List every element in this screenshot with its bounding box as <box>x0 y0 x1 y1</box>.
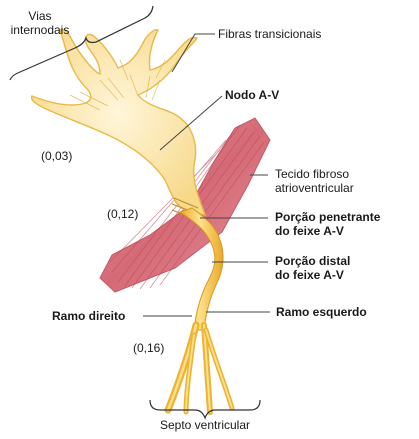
label-fibras-transicionais: Fibras transicionais <box>218 27 321 41</box>
label-val-016: (0,16) <box>133 341 164 355</box>
label-tecido-fibroso: Tecido fibroso atrioventricular <box>275 167 354 195</box>
label-vias-line2: internodais <box>5 23 75 37</box>
label-val-003: (0,03) <box>41 149 72 163</box>
label-tecido-line2: atrioventricular <box>275 181 354 195</box>
label-septo-ventricular: Septo ventricular <box>145 418 265 432</box>
label-nodo-av: Nodo A-V <box>225 88 279 102</box>
label-vias-internodais: Vias internodais <box>5 9 75 37</box>
av-node <box>32 29 205 219</box>
label-ramo-esquerdo: Ramo esquerdo <box>276 305 367 319</box>
label-distal-line2: do feixe A-V <box>275 268 350 282</box>
bundle-branches <box>168 325 232 412</box>
label-ramo-direito: Ramo direito <box>52 309 125 323</box>
label-porcao-penetrante: Porção penetrante do feixe A-V <box>275 210 380 238</box>
label-penetrante-line2: do feixe A-V <box>275 224 380 238</box>
label-penetrante-line1: Porção penetrante <box>275 210 380 224</box>
label-vias-line1: Vias <box>5 9 75 23</box>
label-distal-line1: Porção distal <box>275 254 350 268</box>
label-val-012: (0,12) <box>107 207 138 221</box>
label-tecido-line1: Tecido fibroso <box>275 167 354 181</box>
label-porcao-distal: Porção distal do feixe A-V <box>275 254 350 282</box>
